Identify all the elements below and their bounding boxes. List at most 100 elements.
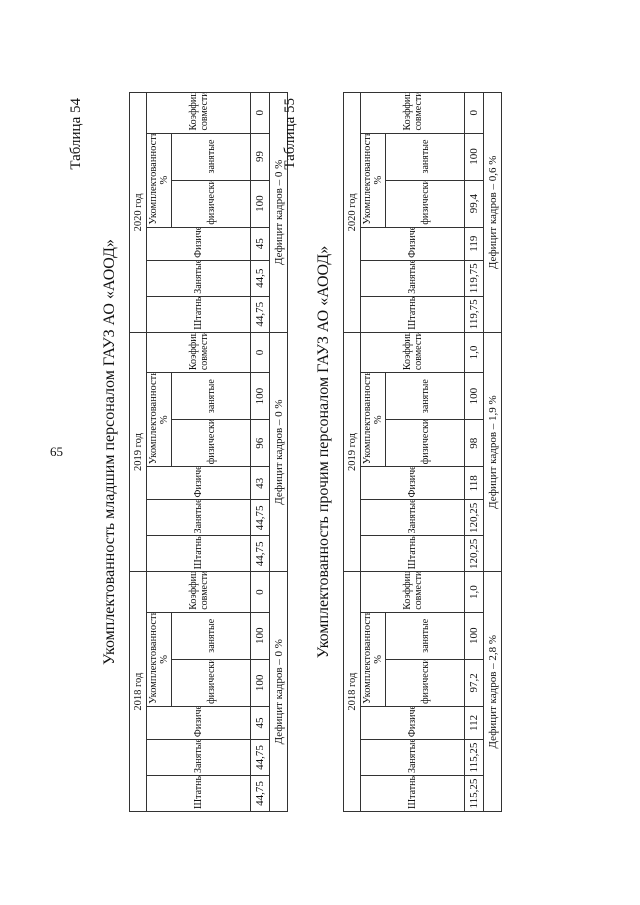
table-55-block: Таблица 55 Укомплектованность прочим пер… bbox=[282, 92, 602, 812]
col-kompl-zan: занятые bbox=[385, 612, 465, 660]
cell: 1,0 bbox=[464, 571, 484, 613]
cell: 100 bbox=[250, 612, 270, 660]
cell: 99,4 bbox=[464, 180, 484, 228]
cell: 98 bbox=[464, 419, 484, 467]
cell: 0 bbox=[464, 92, 484, 134]
col-fiz: Физические bbox=[146, 227, 251, 261]
year-2018: 2018 год bbox=[129, 571, 147, 812]
cell: 44,75 bbox=[250, 296, 270, 333]
col-fiz: Физические bbox=[146, 706, 251, 740]
cell: 44,75 bbox=[250, 535, 270, 572]
cell: 44,5 bbox=[250, 260, 270, 297]
table-title: Укомплектованность младшим персоналом ГА… bbox=[101, 239, 118, 665]
col-zanyat: Занятые bbox=[360, 499, 465, 536]
col-koef: Коэффициент совместительства bbox=[146, 332, 251, 373]
col-kompl: Укомплектованность, % bbox=[360, 612, 386, 707]
cell: 44,75 bbox=[250, 499, 270, 536]
staffing-table-55: 2018 год 2019 год 2020 год Штатные Занят… bbox=[343, 92, 502, 812]
col-kompl-fiz: физические bbox=[171, 419, 251, 467]
cell: 119 bbox=[464, 227, 484, 261]
cell: 100 bbox=[250, 372, 270, 420]
col-koef: Коэффициент совместительства bbox=[360, 332, 465, 373]
staffing-table-54: 2018 год 2019 год 2020 год Штатные Занят… bbox=[129, 92, 288, 812]
cell: 96 bbox=[250, 419, 270, 467]
col-kompl-zan: занятые bbox=[171, 372, 251, 420]
column-header-row: Штатные Занятые Физические Укомплектован… bbox=[146, 92, 251, 812]
values-row: 44,75 44,75 45 100 100 0 44,75 44,75 43 … bbox=[250, 92, 270, 812]
col-zanyat: Занятые bbox=[146, 739, 251, 776]
col-koef: Коэффициент совместительства bbox=[360, 571, 465, 613]
col-kompl-fiz: физические bbox=[385, 419, 465, 467]
cell: 112 bbox=[464, 706, 484, 740]
cell: 115,25 bbox=[464, 739, 484, 776]
col-kompl: Укомплектованность, % bbox=[360, 372, 386, 467]
year-2018: 2018 год bbox=[343, 571, 361, 812]
col-shtat: Штатные bbox=[146, 296, 251, 333]
cell: 120,25 bbox=[464, 535, 484, 572]
deficit-2020: Дефицит кадров – 0,6 % bbox=[483, 92, 502, 333]
cell: 119,75 bbox=[464, 296, 484, 333]
subheader-row: физические занятые физические занятые фи… bbox=[171, 93, 251, 812]
cell: 100 bbox=[464, 133, 484, 181]
cell: 100 bbox=[250, 659, 270, 707]
subheader-row: физические занятые физические занятые фи… bbox=[385, 93, 465, 812]
cell: 100 bbox=[464, 612, 484, 660]
page-number: 65 bbox=[50, 444, 63, 459]
table-number-label: Таблица 54 bbox=[68, 98, 84, 170]
deficit-2019: Дефицит кадров – 1,9 % bbox=[483, 332, 502, 572]
col-koef: Коэффициент совместительства bbox=[360, 92, 465, 134]
table-title: Укомплектованность прочим персоналом ГАУ… bbox=[315, 245, 332, 659]
col-fiz: Физические bbox=[146, 466, 251, 500]
deficit-row: Дефицит кадров – 2,8 % Дефицит кадров – … bbox=[483, 92, 502, 812]
year-2020: 2020 год bbox=[129, 92, 147, 333]
col-kompl-zan: занятые bbox=[385, 133, 465, 181]
deficit-2018: Дефицит кадров – 2,8 % bbox=[483, 571, 502, 812]
cell: 45 bbox=[250, 227, 270, 261]
col-kompl-fiz: физические bbox=[171, 659, 251, 707]
col-kompl-zan: занятые bbox=[171, 133, 251, 181]
year-2019: 2019 год bbox=[129, 332, 147, 572]
cell: 44,75 bbox=[250, 775, 270, 812]
col-kompl: Укомплектованность, % bbox=[360, 133, 386, 228]
year-header-row: 2018 год 2019 год 2020 год bbox=[129, 92, 147, 812]
col-kompl-fiz: физические bbox=[385, 659, 465, 707]
col-shtat: Штатные bbox=[360, 535, 465, 572]
col-shtat: Штатные bbox=[360, 775, 465, 812]
col-koef: Коэффициент совместительства bbox=[146, 92, 251, 134]
col-fiz: Физические bbox=[360, 706, 465, 740]
col-kompl-zan: занятые bbox=[171, 612, 251, 660]
col-shtat: Штатные bbox=[360, 296, 465, 333]
col-kompl-fiz: физические bbox=[171, 180, 251, 228]
cell: 1,0 bbox=[464, 332, 484, 373]
col-shtat: Штатные bbox=[146, 775, 251, 812]
col-zanyat: Занятые bbox=[360, 739, 465, 776]
year-header-row: 2018 год 2019 год 2020 год bbox=[343, 92, 361, 812]
col-koef: Коэффициент совместительства bbox=[146, 571, 251, 613]
cell: 100 bbox=[464, 372, 484, 420]
cell: 0 bbox=[250, 571, 270, 613]
table-number-label: Таблица 55 bbox=[282, 98, 298, 170]
col-zanyat: Занятые bbox=[146, 260, 251, 297]
cell: 115,25 bbox=[464, 775, 484, 812]
year-2019: 2019 год bbox=[343, 332, 361, 572]
col-zanyat: Занятые bbox=[360, 260, 465, 297]
col-kompl: Укомплектованность, % bbox=[146, 612, 172, 707]
column-header-row: Штатные Занятые Физические Укомплектован… bbox=[360, 92, 465, 812]
col-kompl-zan: занятые bbox=[385, 372, 465, 420]
cell: 118 bbox=[464, 466, 484, 500]
col-kompl: Укомплектованность, % bbox=[146, 133, 172, 228]
col-fiz: Физические bbox=[360, 466, 465, 500]
cell: 120,25 bbox=[464, 499, 484, 536]
cell: 44,75 bbox=[250, 739, 270, 776]
col-fiz: Физические bbox=[360, 227, 465, 261]
cell: 97,2 bbox=[464, 659, 484, 707]
cell: 45 bbox=[250, 706, 270, 740]
year-2020: 2020 год bbox=[343, 92, 361, 333]
col-kompl-fiz: физические bbox=[385, 180, 465, 228]
cell: 0 bbox=[250, 92, 270, 134]
values-row: 115,25 115,25 112 97,2 100 1,0 120,25 12… bbox=[464, 92, 484, 812]
col-zanyat: Занятые bbox=[146, 499, 251, 536]
col-kompl: Укомплектованность, % bbox=[146, 372, 172, 467]
cell: 119,75 bbox=[464, 260, 484, 297]
cell: 43 bbox=[250, 466, 270, 500]
